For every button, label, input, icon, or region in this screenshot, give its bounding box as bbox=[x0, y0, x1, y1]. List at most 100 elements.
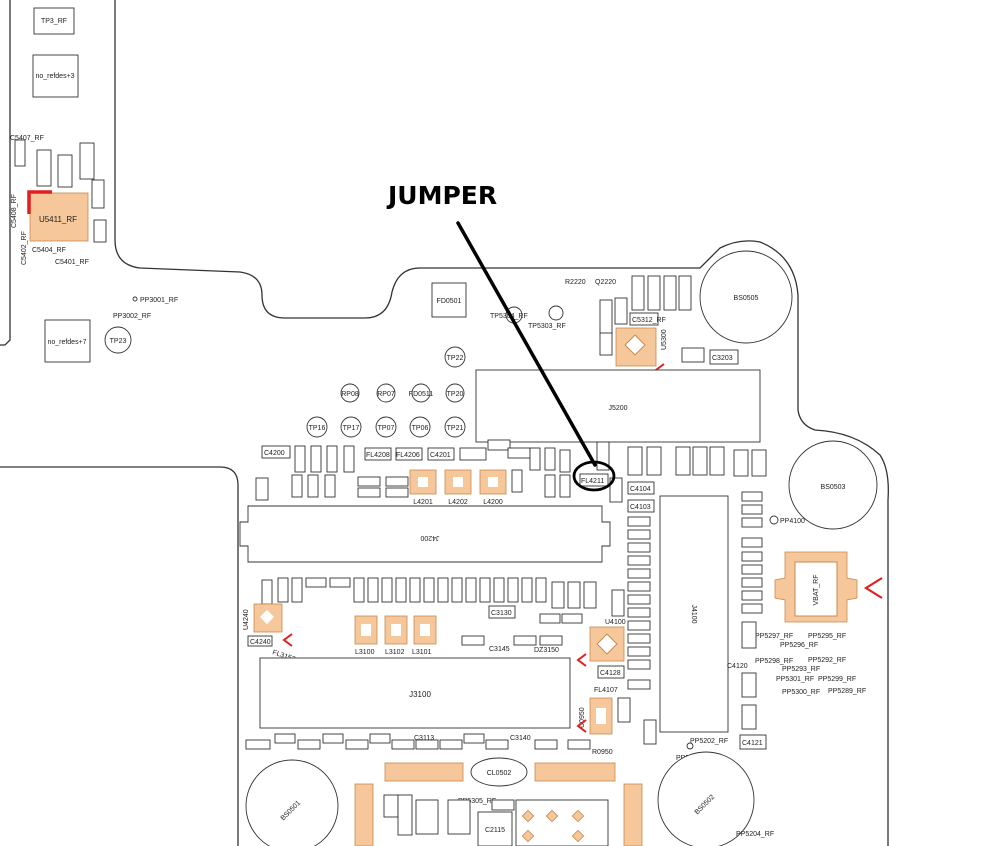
pp5305-label: PP5305_RF bbox=[458, 798, 496, 805]
c3140-label: C3140 bbox=[510, 735, 531, 742]
fl4206-label: FL4206 bbox=[396, 452, 420, 459]
part-fl3242 bbox=[459, 447, 487, 461]
bs0503-pad bbox=[788, 440, 878, 530]
c3203-label: C3203 bbox=[712, 355, 733, 362]
j3100-label: J3100 bbox=[409, 690, 431, 699]
cap-c4141 bbox=[567, 739, 591, 750]
rf-pad-3 bbox=[571, 809, 585, 823]
copper-pad-left bbox=[354, 783, 374, 846]
rf-pad-1 bbox=[521, 809, 535, 823]
part-c2112 bbox=[397, 794, 413, 836]
board-outline-lower-left bbox=[0, 466, 239, 846]
tp21-label: TP21 bbox=[447, 425, 464, 432]
u5402-part bbox=[57, 154, 73, 188]
l3102-center bbox=[391, 624, 401, 636]
c4103-part bbox=[627, 499, 655, 513]
red-marker-u0950 bbox=[576, 719, 587, 733]
c4124-part bbox=[643, 719, 657, 745]
tp5303-dot bbox=[548, 305, 564, 321]
c2115-part bbox=[477, 811, 513, 846]
red-marker-vbat bbox=[863, 577, 883, 599]
c4201-label: C4201 bbox=[430, 452, 451, 459]
u5401-part bbox=[36, 149, 52, 187]
c5312-part bbox=[629, 312, 659, 326]
c4121-part bbox=[739, 734, 767, 750]
part-c4224 bbox=[357, 487, 381, 498]
red-marker-u4100 bbox=[576, 653, 587, 667]
part-c4222 bbox=[324, 474, 336, 498]
j4200-connector bbox=[239, 505, 611, 563]
l3101-center bbox=[420, 624, 430, 636]
u0950-center bbox=[596, 708, 606, 724]
cap-dz3154 bbox=[245, 739, 271, 750]
cap-c3110 bbox=[322, 733, 344, 744]
c5204-part bbox=[681, 347, 705, 363]
fl4208-part bbox=[364, 447, 392, 461]
tp3-pad bbox=[33, 7, 75, 35]
cap-c4130 bbox=[741, 491, 763, 502]
part-c4232 bbox=[329, 577, 351, 588]
u0950-label: U0950 bbox=[579, 707, 586, 728]
copper-pad-right bbox=[623, 783, 643, 846]
part-c3122 bbox=[583, 581, 597, 609]
u5300-label: U5300 bbox=[661, 329, 668, 350]
cap-c4112 bbox=[627, 542, 651, 553]
c3113-label: C3113 bbox=[414, 735, 434, 742]
cap-column-right-j4100 bbox=[741, 491, 763, 614]
cap-c4137 bbox=[741, 590, 763, 601]
cap-c4113 bbox=[627, 555, 651, 566]
cap-c4119 bbox=[627, 633, 651, 644]
cap-c4117 bbox=[627, 607, 651, 618]
rf-pad-4 bbox=[521, 829, 535, 843]
pp3002-label: PP3002_RF bbox=[113, 313, 151, 320]
part-c4214 bbox=[544, 474, 556, 498]
tp23-pad bbox=[104, 326, 132, 354]
fl4206-part bbox=[395, 447, 423, 461]
cap-column-left-j4100 bbox=[627, 516, 651, 690]
part-c4223 bbox=[357, 476, 381, 487]
part-c4216 bbox=[559, 474, 571, 498]
part-c4125 bbox=[675, 446, 691, 476]
c5319-part bbox=[663, 275, 677, 311]
part-pp5142 bbox=[491, 799, 515, 811]
c5402-label: C5402_RF bbox=[21, 231, 28, 265]
cap-c3114 bbox=[415, 739, 439, 750]
u5411-package bbox=[29, 192, 89, 242]
tp07-label: TP07 bbox=[378, 425, 395, 432]
u5411-label: U5411_RF bbox=[39, 215, 77, 224]
pp5300-label: PP5300_RF bbox=[782, 689, 820, 696]
part-c4127b bbox=[611, 589, 625, 617]
c2115-label: C2115 bbox=[485, 827, 505, 834]
part-c4231 bbox=[305, 577, 327, 588]
bs0503-label: BS0503 bbox=[821, 484, 846, 491]
pp5298-label: PP5298_RF bbox=[755, 658, 793, 665]
rf-pad-2 bbox=[545, 809, 559, 823]
vbat-inner bbox=[794, 561, 838, 617]
tp06-pad bbox=[409, 416, 431, 438]
l4202-label: L4202 bbox=[448, 499, 468, 506]
cap-c4105 bbox=[627, 679, 651, 690]
tp21-pad bbox=[444, 416, 466, 438]
tp5303-label: TP5303_RF bbox=[528, 323, 566, 330]
cap-c4138 bbox=[741, 603, 763, 614]
tp07-pad bbox=[375, 416, 397, 438]
cap-c4133 bbox=[741, 537, 763, 548]
pp5299-label: PP5299_RF bbox=[818, 676, 856, 683]
pp4100-label: PP4100 bbox=[780, 518, 805, 525]
part-c4249 bbox=[535, 577, 547, 603]
fl4208-label: FL4208 bbox=[366, 452, 390, 459]
rp07-pad bbox=[376, 383, 396, 403]
tp3-label: TP3_RF bbox=[41, 18, 67, 25]
part-c2111 bbox=[383, 794, 399, 818]
part-c4246 bbox=[291, 577, 303, 603]
part-c4239 bbox=[437, 577, 449, 603]
cap-c4135 bbox=[741, 564, 763, 575]
parts-row-under-j4200 bbox=[261, 577, 625, 617]
part-c4225 bbox=[385, 476, 409, 487]
c5407-label: C5407_RF bbox=[10, 135, 44, 142]
c4200-label: C4200 bbox=[264, 450, 285, 457]
part-c4241 bbox=[451, 577, 463, 603]
cl0502-label: CL0502 bbox=[487, 770, 512, 777]
part-c4404 bbox=[447, 799, 471, 835]
